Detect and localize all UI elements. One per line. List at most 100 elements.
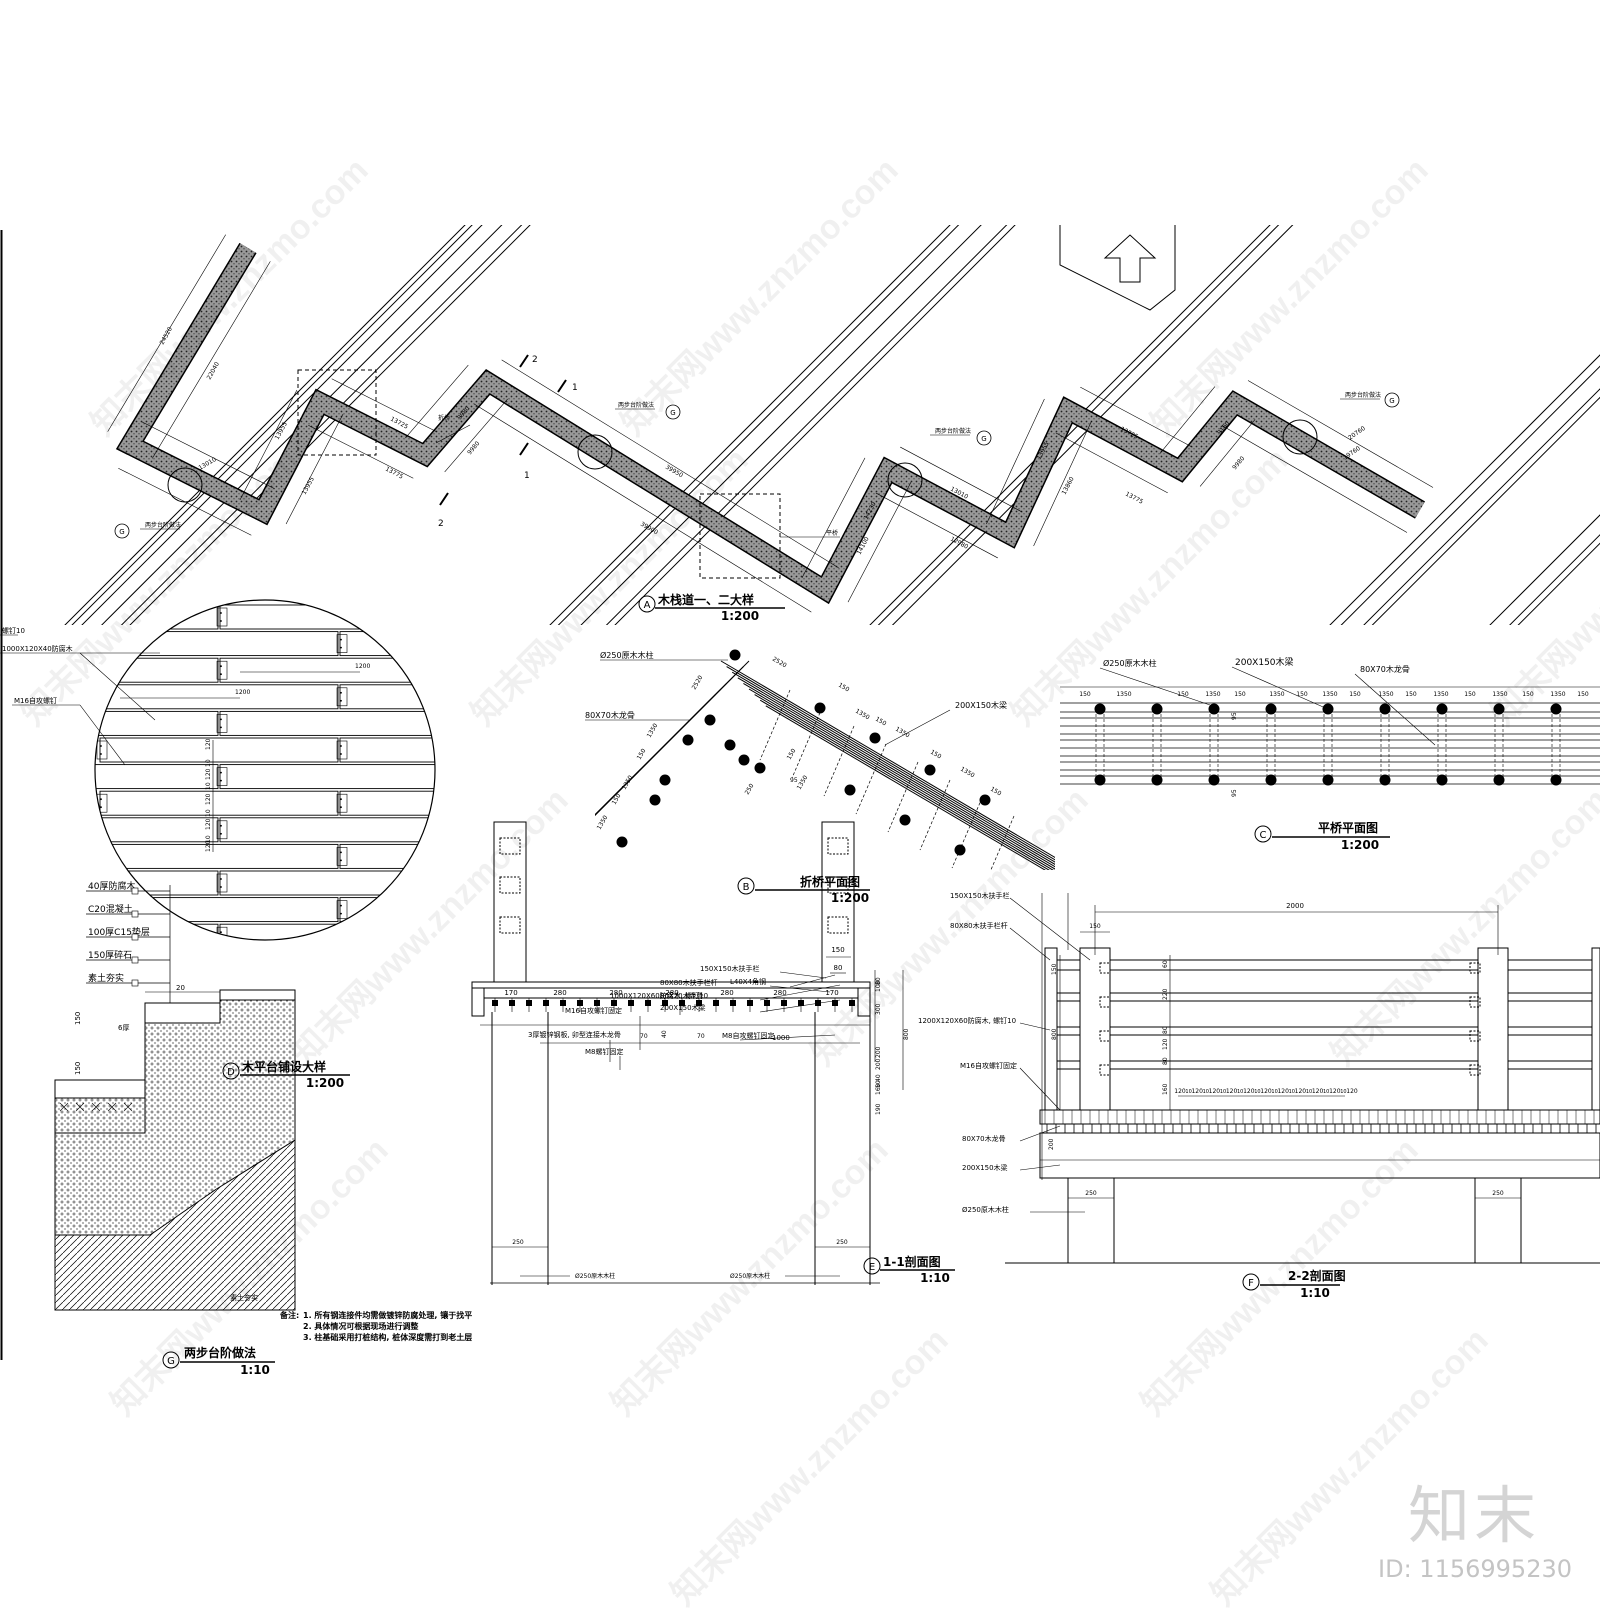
dim-label: 2: [532, 355, 538, 365]
dim-label: 1350: [1205, 691, 1220, 698]
deck-board: [940, 765, 1178, 789]
board-end: [216, 714, 228, 733]
dim-label: 120: [205, 793, 212, 805]
post-dot: [649, 794, 661, 806]
deck-board: [1060, 844, 1298, 868]
dim-label: 10: [205, 809, 212, 817]
dim-label: 170: [825, 989, 838, 997]
post-dot: [844, 784, 856, 796]
board-end: [96, 634, 108, 653]
board-end: [577, 794, 587, 812]
board-end: [336, 900, 348, 919]
layer-label: 150厚碎石: [88, 949, 132, 961]
step-lower: [54, 1079, 146, 1099]
board-end: [1177, 874, 1187, 892]
dim-label: 150: [1051, 963, 1058, 975]
dim-spacing: 120: [1191, 1088, 1203, 1095]
board-end: [457, 608, 467, 626]
dim-label: 1350: [621, 774, 635, 791]
rail: [1044, 1026, 1600, 1036]
dim-20: 20: [176, 984, 185, 992]
board-end: [1057, 794, 1067, 812]
dim-label: 190: [875, 1103, 882, 1115]
board-end: [1177, 661, 1187, 679]
dim-label: 10: [205, 835, 212, 843]
dim-label: 170: [504, 989, 517, 997]
post-dot: [954, 844, 966, 856]
post-dot: [682, 734, 694, 746]
dim-label: 1350: [646, 722, 660, 739]
ref-circle: [976, 430, 992, 446]
deck-board: [95, 764, 219, 790]
deck-board: [99, 737, 339, 763]
dim-label: 250: [512, 1239, 524, 1246]
board-end: [1297, 635, 1307, 653]
layer-label: C20混凝土: [88, 903, 133, 915]
deck-board: [219, 923, 435, 940]
dim-label: 95: [1231, 712, 1238, 720]
dim-label: 19760: [1342, 445, 1362, 462]
dim-label: 150: [74, 1062, 82, 1075]
board-end: [937, 714, 947, 732]
dim-label: 150: [837, 682, 851, 694]
label-beam: 200X150木梁: [1235, 656, 1294, 668]
view-f-section-2-2: 2000150150X150木扶手栏80X80木扶手栏杆1200X120X60防…: [918, 891, 1600, 1264]
dim-label: 80: [834, 964, 843, 972]
dim-label: 120: [205, 768, 212, 780]
dim-spacing: 120: [1312, 1088, 1324, 1095]
dim-label: 280: [665, 989, 678, 997]
dim-label: 10: [205, 759, 212, 767]
dim-spacing: 10: [1203, 1089, 1209, 1095]
post-dot: [1493, 774, 1505, 786]
board-end: [577, 901, 587, 919]
callout-label: M8螺钉固定: [585, 1047, 624, 1056]
label-ground: 素土夯实: [230, 1293, 258, 1302]
step-base: [54, 1097, 146, 1134]
dim-label: 150: [1405, 691, 1417, 698]
dim-label: 160: [875, 1083, 882, 1095]
dim-2000: 2000: [1286, 902, 1304, 910]
title-c-letter: C: [1260, 830, 1267, 841]
dim-spacing: 10: [1237, 1089, 1243, 1095]
board-end: [937, 821, 947, 839]
dim-label: 13775: [384, 466, 404, 481]
dim-spacing: 120: [1277, 1088, 1289, 1095]
callout-label: 200X150木梁: [962, 1163, 1008, 1172]
dim-label: 200: [875, 1046, 882, 1058]
deck-f: [1039, 1109, 1600, 1125]
deck-board: [1300, 898, 1538, 922]
deck-board: [219, 870, 435, 896]
dim-label: 两步台阶做法: [935, 427, 971, 435]
post-dot: [814, 702, 826, 714]
deck-board: [99, 790, 339, 816]
dim-label: 300: [875, 1003, 882, 1015]
board-end: [336, 634, 348, 653]
plan-a-structure: [1059, 225, 1176, 311]
dim-label: 13775: [1124, 491, 1144, 506]
callout-label: L40X4角钢: [730, 977, 766, 986]
dim-label: 平桥: [826, 529, 838, 537]
dim-label: 250: [1085, 1190, 1097, 1197]
callout-label: 80X70木龙骨: [962, 1134, 1006, 1143]
dim-label: 40: [875, 1074, 882, 1082]
deck-board: [820, 632, 1058, 656]
callout-label: 1000X120X60防腐木, 螺钉10: [610, 991, 708, 1000]
dim-spacing: 120: [1260, 1088, 1272, 1095]
dim-spacing: 10: [1323, 1089, 1329, 1095]
ref-circle: [665, 404, 681, 420]
board-end: [937, 661, 947, 679]
deck-board: [940, 605, 1178, 629]
callout-label: Ø250原木木柱: [962, 1205, 1009, 1214]
board-end: [697, 821, 707, 839]
deck-board: [219, 817, 435, 843]
dim-label: 9980: [1231, 455, 1246, 471]
dim-label: 150: [74, 1012, 82, 1025]
title-d: D 木平台铺设大样 1:200: [222, 1059, 350, 1090]
dim-label: 22040: [206, 361, 221, 381]
dim-label: 80: [1162, 1026, 1169, 1034]
post-dot: [1436, 703, 1448, 715]
callout-label: M16自攻螺钉固定: [960, 1061, 1017, 1070]
dim-label: 13860: [1061, 476, 1076, 496]
detail-box-flat: [699, 493, 781, 579]
